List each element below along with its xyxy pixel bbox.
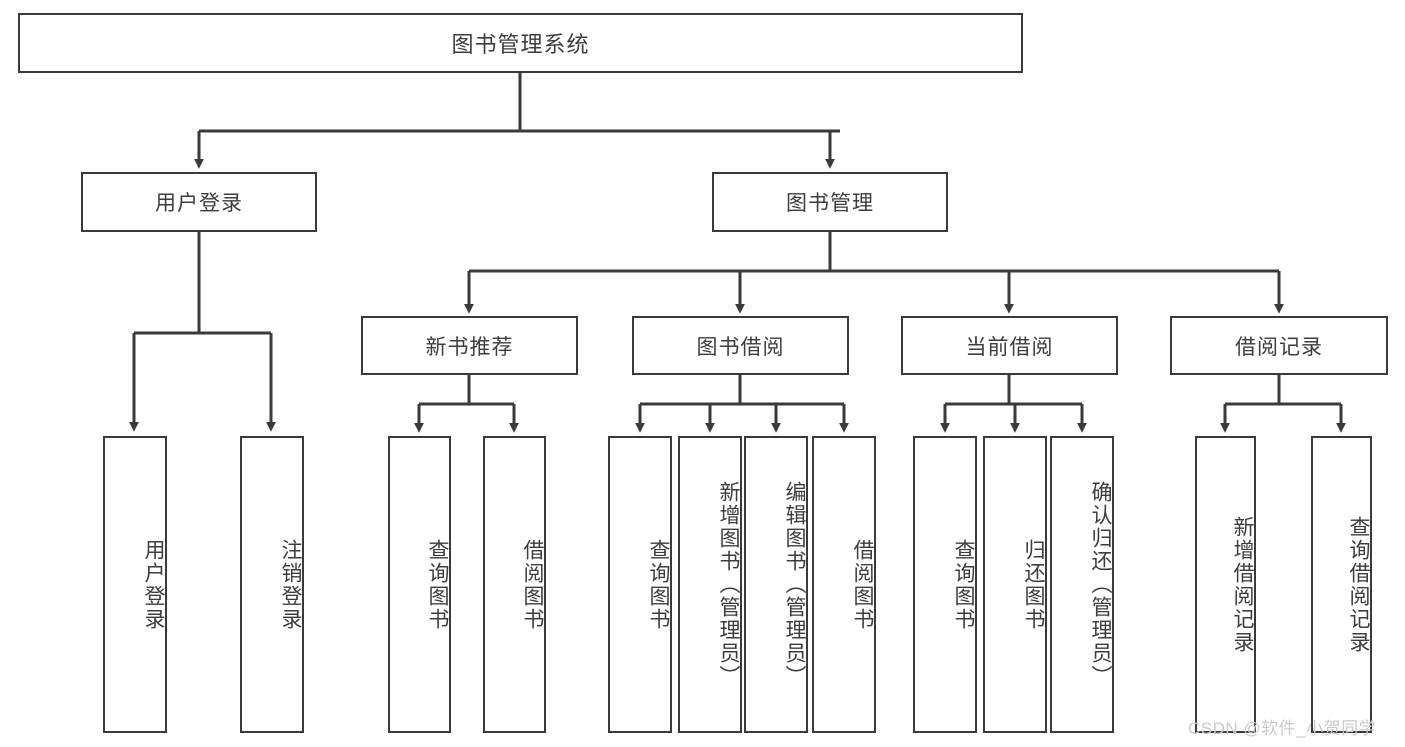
leaf-recommend-query-book[interactable]: 查询图书 xyxy=(388,436,451,733)
leaf-borrow-add-book-admin[interactable]: 新增图书（管理员） xyxy=(678,436,742,733)
leaf-borrow-query-book[interactable]: 查询图书 xyxy=(608,436,672,733)
leaf-current-confirm-return-admin[interactable]: 确认归还（管理员） xyxy=(1050,436,1114,733)
leaf-user-login-signout[interactable]: 注销登录 xyxy=(240,436,304,733)
node-new-book-recommend[interactable]: 新书推荐 xyxy=(361,316,578,375)
leaf-recommend-borrow-book[interactable]: 借阅图书 xyxy=(483,436,546,733)
leaf-record-add-borrow-record[interactable]: 新增借阅记录 xyxy=(1195,436,1256,733)
leaf-record-query-borrow-record[interactable]: 查询借阅记录 xyxy=(1311,436,1372,733)
node-root-book-management-system[interactable]: 图书管理系统 xyxy=(18,13,1023,73)
node-borrow-record[interactable]: 借阅记录 xyxy=(1170,316,1388,375)
leaf-borrow-borrow-book[interactable]: 借阅图书 xyxy=(812,436,876,733)
node-current-borrow[interactable]: 当前借阅 xyxy=(901,316,1118,375)
leaf-current-query-book[interactable]: 查询图书 xyxy=(913,436,977,733)
leaf-current-return-book[interactable]: 归还图书 xyxy=(983,436,1047,733)
node-book-borrow[interactable]: 图书借阅 xyxy=(632,316,849,375)
leaf-borrow-edit-book-admin[interactable]: 编辑图书（管理员） xyxy=(744,436,808,733)
watermark-csdn: CSDN @软件_小贺同学 xyxy=(1188,719,1377,738)
node-user-login[interactable]: 用户登录 xyxy=(81,172,317,232)
leaf-user-login-signin[interactable]: 用户登录 xyxy=(103,436,167,733)
node-book-management[interactable]: 图书管理 xyxy=(712,172,948,232)
